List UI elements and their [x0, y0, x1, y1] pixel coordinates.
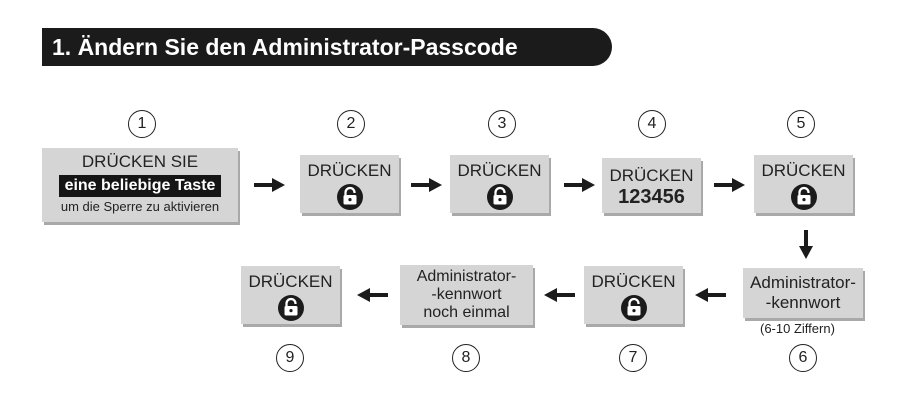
lock-icon	[277, 295, 304, 321]
step-9-box: DRÜCKEN	[241, 266, 340, 324]
arrow-left-icon	[695, 288, 726, 302]
lock-icon	[790, 184, 817, 210]
step-3-label: DRÜCKEN	[457, 161, 542, 180]
arrow-right-icon	[714, 178, 745, 192]
step-number-1: 1	[128, 110, 156, 138]
step-8-box: Administrator- -kennwort noch einmal	[400, 265, 533, 325]
arrow-right-icon	[411, 178, 442, 192]
step-number-5: 5	[787, 110, 815, 138]
arrow-left-icon	[357, 288, 388, 302]
step-7-box: DRÜCKEN	[584, 266, 683, 324]
page-title: 1. Ändern Sie den Administrator-Passcode	[42, 28, 612, 66]
step-5-label: DRÜCKEN	[761, 161, 846, 180]
step-2-box: DRÜCKEN	[300, 155, 399, 213]
step-4-label: DRÜCKEN	[609, 166, 694, 185]
step-7-label: DRÜCKEN	[591, 272, 676, 291]
step-4-code: 123456	[618, 186, 685, 208]
step-4-box: DRÜCKEN 123456	[602, 158, 701, 213]
step-number-6: 6	[789, 344, 817, 372]
step-number-7: 7	[619, 344, 647, 372]
step-8-line2: -kennwort	[431, 286, 502, 303]
step-3-box: DRÜCKEN	[450, 155, 549, 213]
lock-icon	[486, 184, 513, 210]
step-number-3: 3	[488, 110, 516, 138]
step-2-label: DRÜCKEN	[307, 161, 392, 180]
step-8-line1: Administrator-	[416, 268, 517, 285]
step-8-line3: noch einmal	[423, 304, 510, 321]
arrow-down-icon	[799, 230, 813, 259]
arrow-left-icon	[544, 288, 575, 302]
step-number-9: 9	[276, 344, 304, 372]
step-number-2: 2	[337, 110, 365, 138]
step-6-note: (6-10 Ziffern)	[760, 321, 835, 336]
step-1-box: DRÜCKEN SIE eine beliebige Taste um die …	[42, 148, 238, 222]
lock-icon	[336, 184, 363, 210]
step-1-line3: um die Sperre zu aktivieren	[60, 199, 220, 214]
step-1-highlight: eine beliebige Taste	[58, 175, 222, 197]
step-9-label: DRÜCKEN	[248, 272, 333, 291]
step-number-8: 8	[452, 344, 480, 372]
step-6-line1: Administrator-	[750, 273, 856, 292]
step-number-4: 4	[638, 110, 666, 138]
arrow-right-icon	[564, 178, 595, 192]
arrow-right-icon	[254, 178, 285, 192]
lock-icon	[620, 295, 647, 321]
step-6-box: Administrator- -kennwort	[743, 268, 863, 318]
step-5-box: DRÜCKEN	[754, 155, 853, 213]
step-1-line1: DRÜCKEN SIE	[81, 152, 199, 171]
step-6-line2: -kennwort	[765, 293, 841, 312]
